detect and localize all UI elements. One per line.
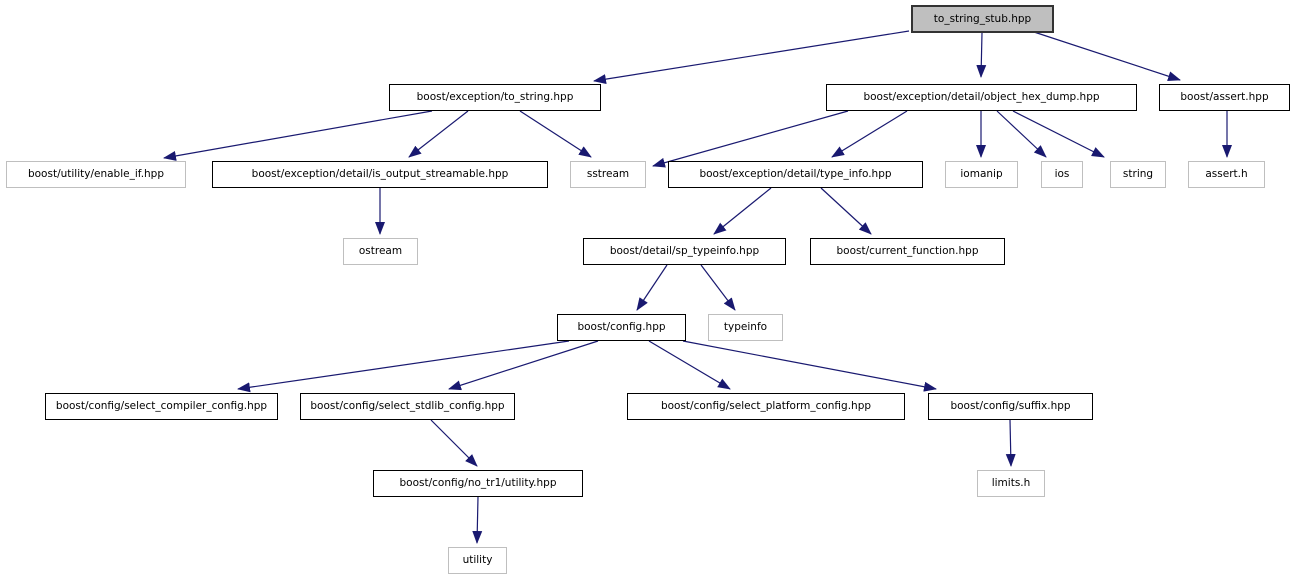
graph-node-label: boost/config/suffix.hpp xyxy=(950,400,1071,413)
edge-to_string_stub-to-assert_hpp xyxy=(1033,31,1181,82)
graph-node-label: typeinfo xyxy=(723,321,768,334)
graph-node-typeinfo: typeinfo xyxy=(708,314,783,341)
edge-to_string-to-sstream xyxy=(519,110,592,158)
edge-type_info-to-sp_typeinfo xyxy=(713,187,772,235)
graph-node-assert_h: assert.h xyxy=(1188,161,1265,188)
graph-node-current_function[interactable]: boost/current_function.hpp xyxy=(810,238,1005,265)
graph-node-label: iomanip xyxy=(960,168,1003,181)
edge-object_hex_dump-to-sstream xyxy=(652,110,849,168)
edge-select_stdlib-to-no_tr1_utility xyxy=(430,419,478,467)
graph-node-suffix[interactable]: boost/config/suffix.hpp xyxy=(928,393,1093,420)
graph-node-utility: utility xyxy=(448,547,507,574)
edge-type_info-to-current_function xyxy=(820,187,872,235)
edge-to_string-to-enable_if xyxy=(163,110,433,161)
edge-to_string_stub-to-to_string xyxy=(593,30,910,85)
graph-node-label: boost/config/no_tr1/utility.hpp xyxy=(399,477,557,490)
edge-suffix-to-limits_h xyxy=(1005,419,1016,467)
graph-node-label: utility xyxy=(462,554,493,567)
graph-node-label: boost/config.hpp xyxy=(577,321,666,334)
graph-node-label: limits.h xyxy=(991,477,1031,490)
graph-node-label: sstream xyxy=(586,168,630,181)
graph-node-no_tr1_utility[interactable]: boost/config/no_tr1/utility.hpp xyxy=(373,470,583,497)
graph-node-label: boost/exception/detail/is_output_streama… xyxy=(251,168,509,181)
edge-config-to-select_platform xyxy=(648,340,731,390)
graph-node-label: boost/exception/detail/type_info.hpp xyxy=(699,168,892,181)
graph-node-label: boost/exception/detail/object_hex_dump.h… xyxy=(863,91,1100,104)
graph-node-enable_if: boost/utility/enable_if.hpp xyxy=(6,161,186,188)
graph-node-select_platform[interactable]: boost/config/select_platform_config.hpp xyxy=(627,393,905,420)
edge-to_string-to-is_output_streamable xyxy=(408,110,469,158)
edge-object_hex_dump-to-string xyxy=(1012,110,1105,158)
graph-node-string: string xyxy=(1110,161,1166,188)
graph-node-label: string xyxy=(1122,168,1154,181)
edge-config-to-select_compiler xyxy=(237,340,570,393)
graph-node-label: ostream xyxy=(358,245,403,258)
edge-sp_typeinfo-to-typeinfo xyxy=(700,264,736,311)
graph-node-sstream: sstream xyxy=(570,161,646,188)
graph-node-label: boost/config/select_compiler_config.hpp xyxy=(55,400,268,413)
graph-node-config[interactable]: boost/config.hpp xyxy=(557,314,686,341)
graph-node-label: boost/assert.hpp xyxy=(1180,91,1269,104)
graph-node-sp_typeinfo[interactable]: boost/detail/sp_typeinfo.hpp xyxy=(583,238,786,265)
graph-node-assert_hpp[interactable]: boost/assert.hpp xyxy=(1159,84,1290,111)
graph-node-label: to_string_stub.hpp xyxy=(933,12,1032,25)
graph-node-ostream: ostream xyxy=(343,238,418,265)
graph-node-select_compiler[interactable]: boost/config/select_compiler_config.hpp xyxy=(45,393,278,420)
graph-node-label: boost/current_function.hpp xyxy=(836,245,979,258)
graph-node-to_string[interactable]: boost/exception/to_string.hpp xyxy=(389,84,601,111)
edge-sp_typeinfo-to-config xyxy=(636,264,668,311)
edge-config-to-suffix xyxy=(682,340,937,392)
graph-node-type_info[interactable]: boost/exception/detail/type_info.hpp xyxy=(668,161,923,188)
graph-node-iomanip: iomanip xyxy=(945,161,1018,188)
graph-node-to_string_stub: to_string_stub.hpp xyxy=(911,5,1054,33)
graph-node-label: boost/config/select_stdlib_config.hpp xyxy=(310,400,505,413)
edge-object_hex_dump-to-type_info xyxy=(831,110,908,158)
graph-node-is_output_streamable[interactable]: boost/exception/detail/is_output_streama… xyxy=(212,161,548,188)
edge-no_tr1_utility-to-utility xyxy=(472,496,483,544)
graph-node-label: boost/exception/to_string.hpp xyxy=(416,91,574,104)
graph-node-select_stdlib[interactable]: boost/config/select_stdlib_config.hpp xyxy=(300,393,515,420)
edge-object_hex_dump-to-ios xyxy=(996,110,1047,158)
graph-node-ios: ios xyxy=(1041,161,1083,188)
graph-node-label: ios xyxy=(1054,168,1070,181)
graph-node-limits_h: limits.h xyxy=(977,470,1045,497)
graph-node-label: assert.h xyxy=(1205,168,1248,181)
graph-node-label: boost/detail/sp_typeinfo.hpp xyxy=(609,245,760,258)
graph-node-label: boost/utility/enable_if.hpp xyxy=(27,168,165,181)
graph-node-object_hex_dump[interactable]: boost/exception/detail/object_hex_dump.h… xyxy=(826,84,1137,111)
edge-config-to-select_stdlib xyxy=(448,340,599,391)
edge-to_string_stub-to-object_hex_dump xyxy=(976,32,987,78)
graph-node-label: boost/config/select_platform_config.hpp xyxy=(660,400,872,413)
